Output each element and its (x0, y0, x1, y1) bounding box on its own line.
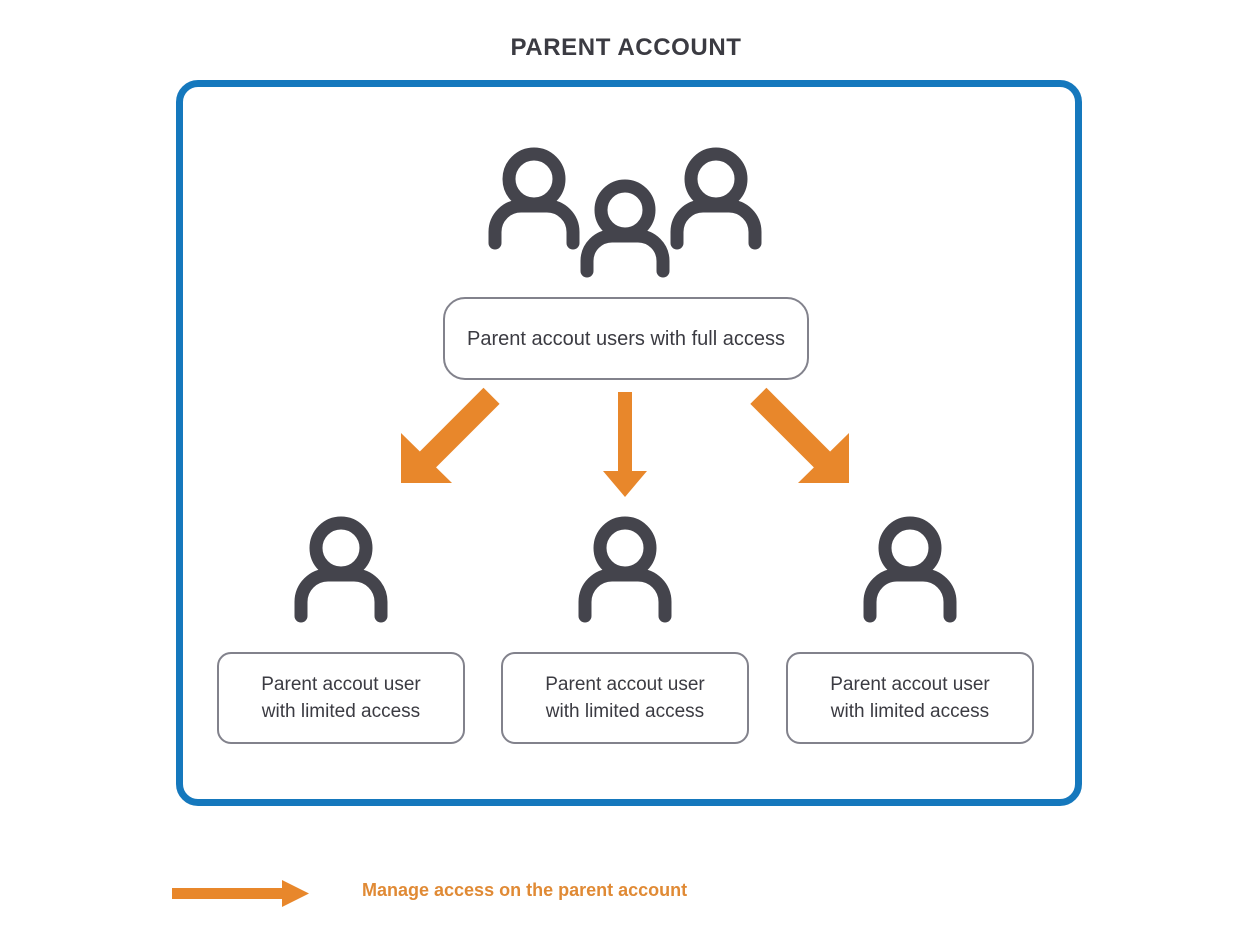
limited-access-label-box-1: Parent accout user with limited access (217, 652, 465, 744)
legend-label: Manage access on the parent account (362, 880, 688, 900)
limited-access-label-box-3: Parent accout user with limited access (786, 652, 1034, 744)
limited-access-label-text-2: Parent accout user with limited access (545, 671, 704, 725)
limited-access-label-text-3: Parent accout user with limited access (830, 671, 989, 725)
limited-access-line2-1: with limited access (261, 701, 421, 722)
limited-access-line2-3: with limited access (830, 701, 990, 722)
limited-access-line1-1: Parent accout user (261, 674, 421, 695)
limited-access-label-text-1: Parent accout user with limited access (261, 671, 420, 725)
limited-access-line1-2: Parent accout user (545, 674, 705, 695)
limited-access-line2-2: with limited access (545, 701, 705, 722)
limited-access-label-box-2: Parent accout user with limited access (501, 652, 749, 744)
parent-full-access-label-box: Parent accout users with full access (443, 297, 809, 380)
right-arrow-icon (172, 880, 309, 907)
limited-access-line1-3: Parent accout user (830, 674, 990, 695)
parent-full-access-label-text: Parent accout users with full access (467, 327, 785, 350)
page-title: PARENT ACCOUNT (510, 34, 742, 61)
legend: Manage access on the parent account (170, 868, 970, 918)
